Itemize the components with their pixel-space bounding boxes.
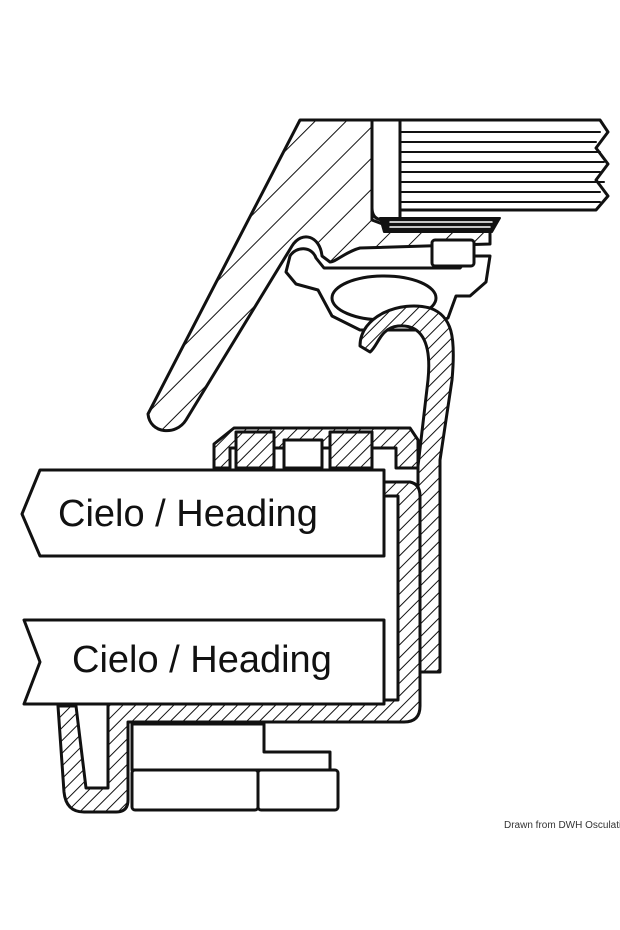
lower-block-top <box>130 722 332 772</box>
channel-core <box>282 438 324 470</box>
seal-slot <box>430 238 476 268</box>
channel-block-left <box>234 430 276 470</box>
lower-block-right <box>256 768 340 812</box>
frame-hook <box>358 304 455 674</box>
gasket-band <box>379 217 501 233</box>
channel-block-right <box>328 430 374 470</box>
heading-label-upper: Cielo / Heading <box>58 493 318 535</box>
hatch-edge-block <box>370 118 402 222</box>
heading-label-lower: Cielo / Heading <box>72 639 332 681</box>
drawing-credit: Drawn from DWH Osculati SpA <box>504 820 620 831</box>
plank-lines <box>399 131 605 203</box>
heading-panel-upper <box>20 468 386 558</box>
deck-planks <box>398 118 610 212</box>
hatch-frame-profile <box>146 118 492 433</box>
heading-panel-lower <box>22 618 386 706</box>
lower-block-left <box>130 768 260 812</box>
